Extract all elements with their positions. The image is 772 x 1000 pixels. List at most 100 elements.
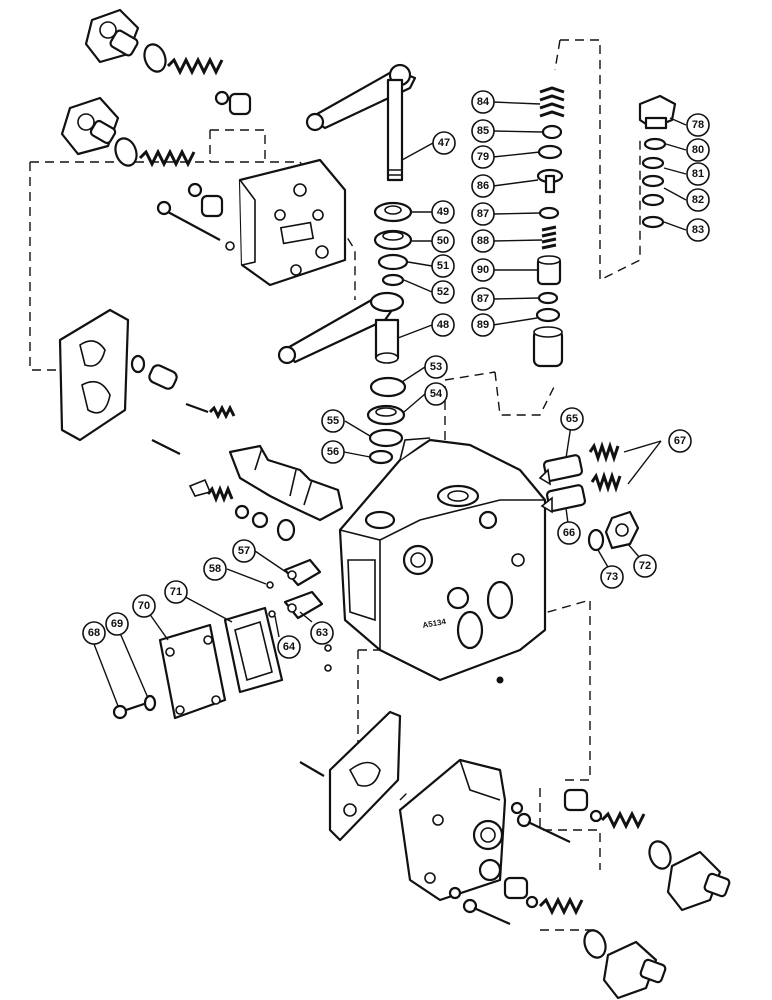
callout-circle [633, 554, 657, 578]
cover-plate-70 [158, 623, 227, 720]
callout-circle [686, 113, 710, 137]
callout-label: 87 [477, 208, 489, 220]
o-ring-73 [587, 528, 605, 552]
callout-53: 53 [424, 355, 448, 379]
o-ring-52 [381, 273, 405, 287]
spring-lower-2 [538, 896, 584, 916]
callout-circle [471, 145, 495, 169]
callout-circle [471, 119, 495, 143]
callout-64: 64 [277, 635, 301, 659]
o-ring-82 [641, 193, 665, 207]
callout-label: 84 [477, 96, 490, 108]
relief-fitting-lower-1 [666, 850, 731, 912]
washer-53 [369, 376, 407, 398]
o-ring-87-lower [537, 291, 559, 305]
callout-circle [424, 382, 448, 406]
callout-label: 82 [692, 194, 704, 206]
o-ring-79 [537, 144, 563, 160]
o-ring-56 [368, 449, 394, 465]
callout-label: 56 [327, 446, 339, 458]
end-cover-lower [398, 758, 507, 902]
bushing-49 [373, 201, 413, 223]
callout-label: 66 [563, 527, 575, 539]
bolt-lower-2 [462, 898, 511, 926]
o-ring-81b [641, 174, 665, 188]
callout-label: 73 [606, 571, 618, 583]
poppet-lower-1 [563, 788, 589, 812]
o-ring-lower-2 [583, 929, 607, 959]
washer-51 [377, 253, 409, 271]
small-balls [266, 581, 332, 672]
callout-56: 56 [321, 440, 345, 464]
callout-label: 63 [316, 627, 328, 639]
plug-78 [638, 94, 677, 130]
callout-50: 50 [431, 229, 455, 253]
spool-end-parts [188, 478, 296, 542]
o-ring-87-upper [538, 206, 560, 220]
callout-48: 48 [431, 313, 455, 337]
callout-circle [431, 200, 455, 224]
callout-circle [424, 355, 448, 379]
sleeve-90 [536, 255, 562, 286]
callout-label: 89 [477, 319, 489, 331]
callout-circle [105, 612, 129, 636]
callout-circle [431, 229, 455, 253]
callout-circle [164, 580, 188, 604]
o-ring-lower-1 [648, 840, 672, 870]
callout-80: 80 [686, 138, 710, 162]
callout-label: 79 [477, 151, 489, 163]
callout-label: 65 [566, 413, 578, 425]
callout-65: 65 [560, 407, 584, 431]
bolt-left [156, 200, 235, 251]
callout-circle [310, 621, 334, 645]
callout-label: 48 [437, 319, 449, 331]
callout-54: 54 [424, 382, 448, 406]
poppet-upper-left [214, 90, 252, 116]
poppet-86 [536, 168, 564, 194]
callout-label: 55 [327, 415, 339, 427]
callout-label: 80 [692, 144, 704, 156]
lever-shaft-upper [305, 63, 417, 182]
callout-88: 88 [471, 229, 495, 253]
o-ring-81 [641, 156, 665, 170]
callout-circle [203, 557, 227, 581]
plug-72 [604, 510, 640, 550]
callout-circle [277, 635, 301, 659]
callout-circle [471, 229, 495, 253]
callout-label: 58 [209, 563, 221, 575]
callout-68: 68 [82, 621, 106, 645]
callout-81: 81 [686, 162, 710, 186]
gasket-71 [223, 606, 284, 694]
callout-49: 49 [431, 200, 455, 224]
callout-label: 86 [477, 180, 489, 192]
lockwasher-69 [143, 694, 157, 712]
callout-circle [686, 218, 710, 242]
callout-label: 68 [88, 627, 100, 639]
callout-51: 51 [431, 254, 455, 278]
callout-label: 78 [692, 119, 704, 131]
callout-87: 87 [471, 287, 495, 311]
washer-lower-2 [448, 886, 462, 900]
callout-label: 71 [170, 586, 182, 598]
o-ring-upper-left [143, 43, 167, 73]
cover-plate-upper [238, 158, 347, 287]
callout-label: 50 [437, 235, 449, 247]
callout-circle [471, 90, 495, 114]
spring-67-upper [588, 441, 620, 463]
callout-82: 82 [686, 188, 710, 212]
callout-circle [431, 313, 455, 337]
callout-label: 88 [477, 235, 489, 247]
callout-58: 58 [203, 557, 227, 581]
callout-63: 63 [310, 621, 334, 645]
o-ring-80 [643, 137, 667, 151]
dowel-pin-lower [299, 761, 325, 777]
callout-label: 47 [438, 137, 450, 149]
callout-87: 87 [471, 202, 495, 226]
callout-circle [431, 280, 455, 304]
callout-84: 84 [471, 90, 495, 114]
callout-circle [557, 521, 581, 545]
callout-52: 52 [431, 280, 455, 304]
callout-83: 83 [686, 218, 710, 242]
dowel-pin-left [151, 439, 181, 455]
